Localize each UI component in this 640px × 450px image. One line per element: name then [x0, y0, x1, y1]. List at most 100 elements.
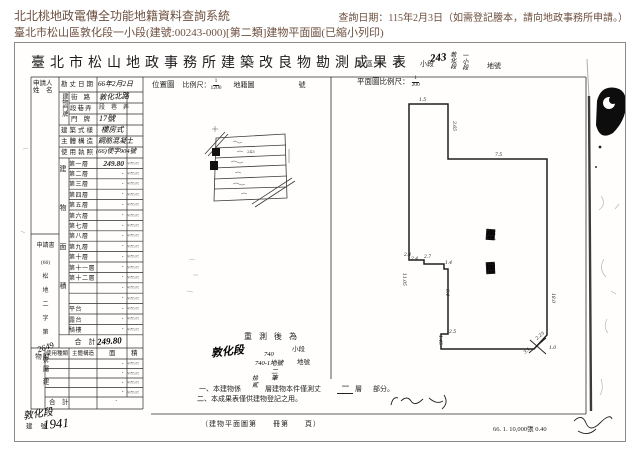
annex-total-value: ·: [115, 397, 118, 405]
district-label: 山區甲: [355, 60, 388, 68]
area-unit: 平方公尺: [127, 371, 140, 375]
floor-row: 平台·平方公尺: [69, 303, 143, 314]
area-unit: 平方公尺: [127, 161, 140, 165]
note1-hand-floor: 一: [337, 382, 353, 394]
resurvey-printed: 重測後為: [244, 332, 304, 341]
floor-area-value: ·: [121, 283, 124, 292]
area-unit: 平方公尺: [127, 182, 140, 186]
building-area-group-label: 建物面積: [59, 165, 68, 321]
floor-row: 第十層·平方公尺: [69, 252, 143, 262]
floor-label: 第六層: [69, 213, 89, 220]
svg-text:2.4: 2.4: [403, 252, 411, 258]
resurvey-hand-no2: 740-1地號: [255, 360, 284, 367]
svg-text:2.5: 2.5: [448, 329, 456, 335]
location-map-header: 位置圖 比例尺： 1 1200 地籍圖 號: [152, 78, 306, 91]
svg-text:11.05: 11.05: [401, 273, 407, 286]
floor-area-value: ·: [121, 169, 124, 178]
use-license-label: 使用執照: [61, 149, 95, 156]
resurvey-hand-extra: 二筆: [269, 368, 277, 381]
duan-label: 段: [395, 59, 402, 67]
lane-label: 段巷弄: [70, 105, 93, 112]
svg-text:1.4: 1.4: [445, 260, 452, 266]
annex-header-structure: 主體構造: [72, 351, 95, 357]
floor-row: 騎樓·平方公尺: [69, 324, 143, 334]
building-no-value: 1941: [42, 414, 70, 433]
annex-header-use-type: 使用種類: [46, 351, 69, 357]
floor-area-value: ·: [121, 325, 124, 334]
note2: 二、本成果表僅供建物登記之用。: [197, 395, 302, 403]
svg-text:2.4: 2.4: [410, 256, 418, 262]
annex-total-label: 合 計: [49, 399, 69, 406]
note1-prefix: 一、本建物係: [199, 385, 241, 393]
door-number-label: 門牌: [71, 116, 96, 123]
building-style-label: 建築式樣: [61, 127, 95, 134]
plan-scale-label: 平面圖比例尺：: [357, 76, 410, 86]
annex-header-area-2: 積: [131, 350, 138, 357]
area-unit: 平方公尺: [127, 203, 140, 207]
location-scale-fraction: 1 1200: [210, 78, 222, 91]
total-label: 合 計: [74, 338, 96, 346]
floor-area-value: ·: [121, 200, 124, 209]
floor-row: 第二層·平方公尺: [69, 168, 143, 179]
area-unit: 平方公尺: [127, 192, 140, 196]
area-unit: 平方公尺: [127, 223, 140, 227]
floor-label: 騎樓: [69, 327, 83, 334]
street-value: 敦化北路: [98, 91, 130, 102]
floor-area-value: ·: [121, 273, 124, 282]
floorplan-room-label: 壹 層: [485, 228, 496, 275]
cadastral-map-label: 地籍圖: [233, 80, 255, 89]
note1-middle: 層建物本件僅測丈: [265, 385, 321, 393]
floor-label: 第九層: [69, 244, 89, 251]
floor-row: 第三層·平方公尺: [69, 179, 143, 189]
annex-row: ·平方公尺: [97, 388, 143, 398]
floor-row: ·平方公尺: [69, 293, 143, 303]
floor-area-value: 249.80: [103, 158, 124, 168]
floor-area-value: ·: [121, 231, 124, 240]
annex-row: ·平方公尺: [97, 378, 143, 388]
svg-text:2.25: 2.25: [534, 330, 546, 342]
location-scale-label: 比例尺：: [182, 80, 211, 89]
annex-rows: ·平方公尺·平方公尺·平方公尺·平方公尺: [97, 359, 143, 397]
query-date: 查詢日期：115年2月3日（如需登記謄本，請向地政事務所申請。）: [338, 13, 628, 24]
floor-row: 第五層·平方公尺: [69, 200, 143, 210]
building-style-value: 樓房式: [101, 125, 124, 134]
application-no-block: 申請書 (66) 松 地 二 字 第 2649 號: [32, 236, 59, 372]
floor-label: 第一層: [69, 161, 89, 168]
floor-label: 第十一層: [69, 265, 96, 272]
floor-area-value: ·: [121, 294, 124, 303]
sheet-page-note: （建物平面圖第 冊第 頁）: [201, 420, 321, 428]
scanned-document: 壹 層 1.5 3.65 7.5 11.05 18.0 2.4 2.4 2.7 …: [14, 42, 626, 442]
cadastral-no-label: 號: [298, 80, 306, 89]
floor-row: 第十一層·平方公尺: [69, 262, 143, 272]
structure-label: 主體構造: [61, 138, 95, 145]
sketch-subject-lot: 243: [247, 149, 255, 154]
floor-area-value: ·: [121, 242, 124, 251]
floor-label: 第四層: [69, 192, 89, 199]
svg-text:2.7: 2.7: [423, 254, 431, 260]
survey-date-label: 勘丈日期: [61, 81, 95, 88]
application-label: 申請書: [36, 243, 55, 249]
note1-hand-storeys: 拾 貳: [252, 376, 259, 389]
area-unit: 平方公尺: [127, 275, 140, 279]
floor-label: 第七層: [69, 224, 89, 231]
application-no-hand: 2649: [35, 339, 55, 355]
area-unit: 平方公尺: [127, 381, 140, 385]
structure-value: 鋼筋混凝土: [98, 137, 133, 145]
floor-row: 第四層·平方公尺: [69, 189, 143, 199]
survey-date-value: 66年2月2日: [98, 80, 133, 88]
location-sketch: 243: [204, 126, 296, 208]
note1-suffix: 部分。: [373, 385, 394, 393]
annex-group-label: 附屬建物: [33, 353, 48, 391]
hand-section-column: 敦化段: [448, 51, 455, 69]
total-value: 249.80: [96, 335, 123, 347]
room-label-2: 層: [486, 263, 496, 275]
annex-area-value: ·: [121, 388, 124, 397]
floor-row: 露台·平方公尺: [69, 314, 143, 324]
svg-text:3.1: 3.1: [522, 346, 531, 355]
floor-label: 第八層: [69, 234, 89, 241]
floor-area-value: ·: [121, 211, 124, 220]
floor-area-value: ·: [121, 221, 124, 230]
floor-label: 露台: [69, 317, 83, 324]
floor-area-value: ·: [121, 179, 124, 188]
floor-row: 第九層·平方公尺: [69, 241, 143, 251]
